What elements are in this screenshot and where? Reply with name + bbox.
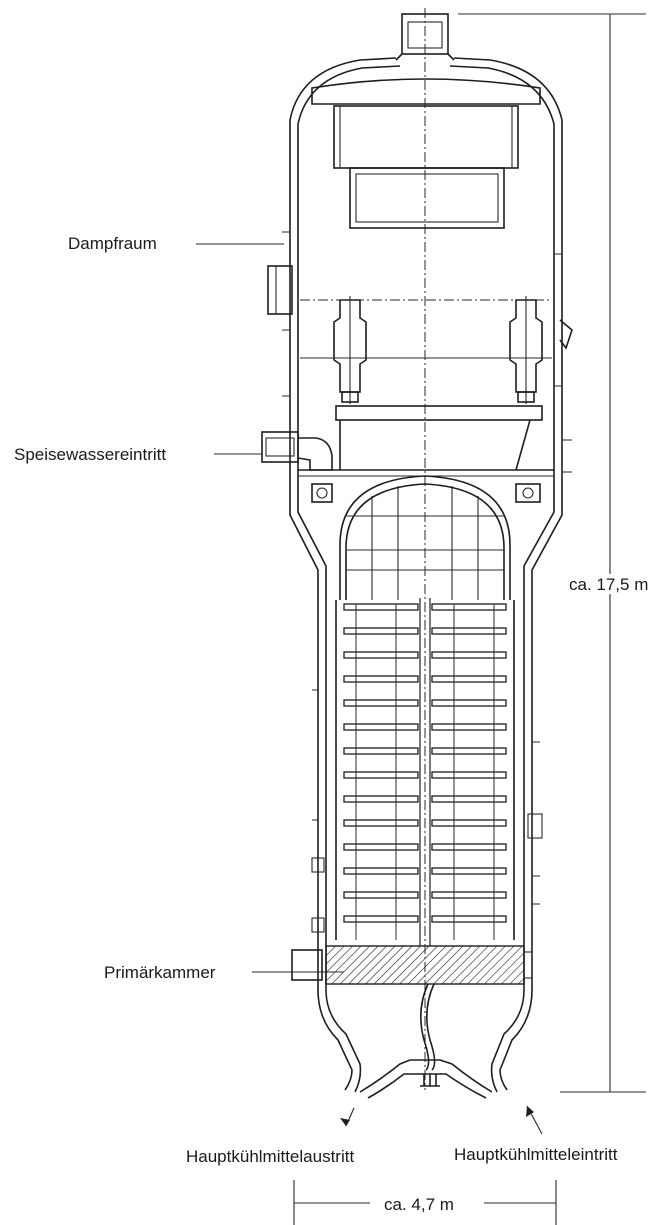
support-plate <box>431 723 507 731</box>
tube-bundle-wrapper <box>311 475 541 940</box>
support-plate <box>343 819 419 827</box>
support-plate <box>431 675 507 683</box>
manway <box>267 265 293 315</box>
leader-lines <box>196 243 543 1135</box>
divider-plate <box>420 983 436 1071</box>
support-plate <box>343 915 419 923</box>
tube-sheet <box>291 945 533 985</box>
support-plate <box>343 771 419 779</box>
support-plate <box>343 603 419 611</box>
support-plate <box>343 891 419 899</box>
support-plate <box>431 747 507 755</box>
label-width: ca. 4,7 m <box>384 1195 454 1214</box>
label-feedwater-inlet: Speisewassereintritt <box>14 445 167 464</box>
label-steam-space: Dampfraum <box>68 234 157 253</box>
support-plate <box>431 627 507 635</box>
support-plate <box>343 699 419 707</box>
support-plate <box>343 843 419 851</box>
support-plate <box>431 891 507 899</box>
label-primary-chamber: Primärkammer <box>104 963 216 982</box>
support-plate <box>431 843 507 851</box>
height-dimension <box>458 13 646 1093</box>
support-plate <box>343 747 419 755</box>
support-plate <box>431 699 507 707</box>
label-coolant-inlet: Hauptkühlmitteleintritt <box>454 1145 618 1164</box>
support-plate <box>431 867 507 875</box>
support-plate <box>343 867 419 875</box>
separator-deck <box>298 405 554 477</box>
steam-dryer <box>311 78 541 229</box>
moisture-separators <box>333 296 573 404</box>
support-plate <box>343 723 419 731</box>
support-plate <box>343 651 419 659</box>
support-plate <box>431 603 507 611</box>
tube-support-plates <box>343 598 507 946</box>
support-plate <box>343 627 419 635</box>
outer-shell <box>289 57 563 1099</box>
support-plate <box>431 771 507 779</box>
support-plate <box>431 819 507 827</box>
feedwater-nozzle <box>261 431 333 471</box>
width-dimension <box>293 1180 557 1225</box>
support-plate <box>431 651 507 659</box>
support-plate <box>343 675 419 683</box>
shell-brackets <box>282 231 572 933</box>
support-plate <box>431 915 507 923</box>
label-height: ca. 17,5 m <box>569 575 649 594</box>
support-plate <box>343 795 419 803</box>
label-coolant-outlet: Hauptkühlmittelaustritt <box>186 1147 355 1166</box>
support-plate <box>431 795 507 803</box>
